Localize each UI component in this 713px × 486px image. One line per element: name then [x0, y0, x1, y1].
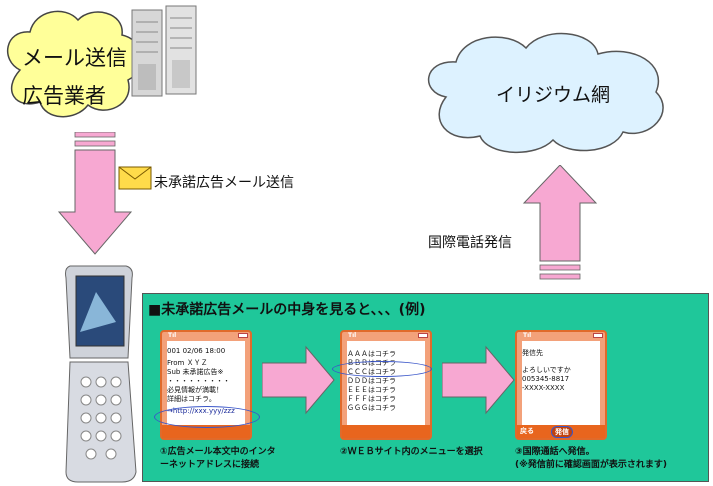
- battery-icon: [418, 333, 428, 338]
- caption-step-3-line2: (※発信前に確認画面が表示されます): [515, 460, 667, 470]
- step-arrow: [442, 345, 515, 415]
- soft-key-bar: [162, 425, 250, 438]
- mail-line: 001 02/06 18:00: [167, 347, 226, 355]
- link-highlight: [154, 406, 260, 428]
- menu-item[interactable]: ＡＡＡはコチラ: [347, 350, 396, 358]
- call-line: -XXXX-XXXX: [522, 384, 565, 392]
- network-cloud-label: イリジウム網: [496, 84, 611, 106]
- caption-step-1-line2: ーネットアドレスに接続: [160, 460, 260, 470]
- envelope-icon: [118, 166, 152, 190]
- call-line: 発信先: [522, 349, 543, 357]
- step-arrow: [262, 345, 335, 415]
- sender-cloud-line1: メール送信: [22, 46, 127, 70]
- menu-item[interactable]: ＦＦＦはコチラ: [347, 395, 396, 403]
- call-line: よろしいですか: [522, 366, 571, 374]
- battery-icon: [593, 333, 603, 338]
- mail-line: 必見情報が満載！: [167, 386, 223, 394]
- spam-send-label: 未承諾広告メール送信: [154, 175, 294, 191]
- up-arrow: [522, 165, 598, 280]
- network-cloud: [428, 32, 664, 153]
- caption-step-2: ②ＷＥＢサイト内のメニューを選択: [340, 447, 483, 457]
- mail-line: 詳細はコチラ。: [167, 395, 216, 403]
- menu-item[interactable]: ＤＤＤはコチラ: [347, 377, 396, 385]
- signal-icon: Tıl: [168, 332, 177, 339]
- server-rack-icon: [131, 5, 197, 97]
- screen-call-confirm: Tıl 発信先 よろしいですか 005345-8817 -XXXX-XXXX 戻…: [515, 330, 607, 440]
- battery-icon: [238, 333, 248, 338]
- mail-line: Sub 未承諾広告※: [167, 368, 224, 376]
- signal-icon: Tıl: [523, 332, 532, 339]
- intl-call-label: 国際電話発信: [428, 235, 512, 251]
- screen-display: 発信先 よろしいですか 005345-8817 -XXXX-XXXX: [522, 341, 600, 425]
- menu-highlight: [332, 361, 432, 377]
- soft-key-bar: [342, 425, 430, 438]
- soft-key-bar: 戻る 発信: [517, 425, 605, 438]
- call-line: 005345-8817: [522, 375, 570, 383]
- down-arrow: [57, 132, 133, 255]
- sender-cloud-line2: 広告業者: [22, 84, 106, 108]
- screen-web-menu: Tıl ＡＡＡはコチラ ＢＢＢはコチラ ＣＣＣはコチラ ＤＤＤはコチラ ＥＥＥは…: [340, 330, 432, 440]
- screen-display: ＡＡＡはコチラ ＢＢＢはコチラ ＣＣＣはコチラ ＤＤＤはコチラ ＥＥＥはコチラ …: [347, 341, 425, 425]
- status-bar: Tıl: [162, 332, 254, 341]
- back-softkey[interactable]: 戻る: [520, 427, 534, 435]
- menu-item[interactable]: ＥＥＥはコチラ: [347, 386, 396, 394]
- call-softkey[interactable]: 発信: [551, 426, 573, 438]
- caption-step-3-line1: ③国際通話へ発信。: [515, 447, 595, 457]
- mail-line: ・・・・・・・・・: [167, 377, 230, 385]
- menu-item[interactable]: ＧＧＧはコチラ: [347, 404, 396, 412]
- status-bar: Tıl: [342, 332, 434, 341]
- mail-line: From ＸＹＺ: [167, 359, 208, 367]
- panel-title: ■未承諾広告メールの中身を見ると、、、(例): [148, 302, 426, 318]
- status-bar: Tıl: [517, 332, 609, 341]
- caption-step-1-line1: ①広告メール本文中のインタ: [160, 447, 276, 457]
- signal-icon: Tıl: [348, 332, 357, 339]
- mobile-phone-icon: [65, 265, 137, 483]
